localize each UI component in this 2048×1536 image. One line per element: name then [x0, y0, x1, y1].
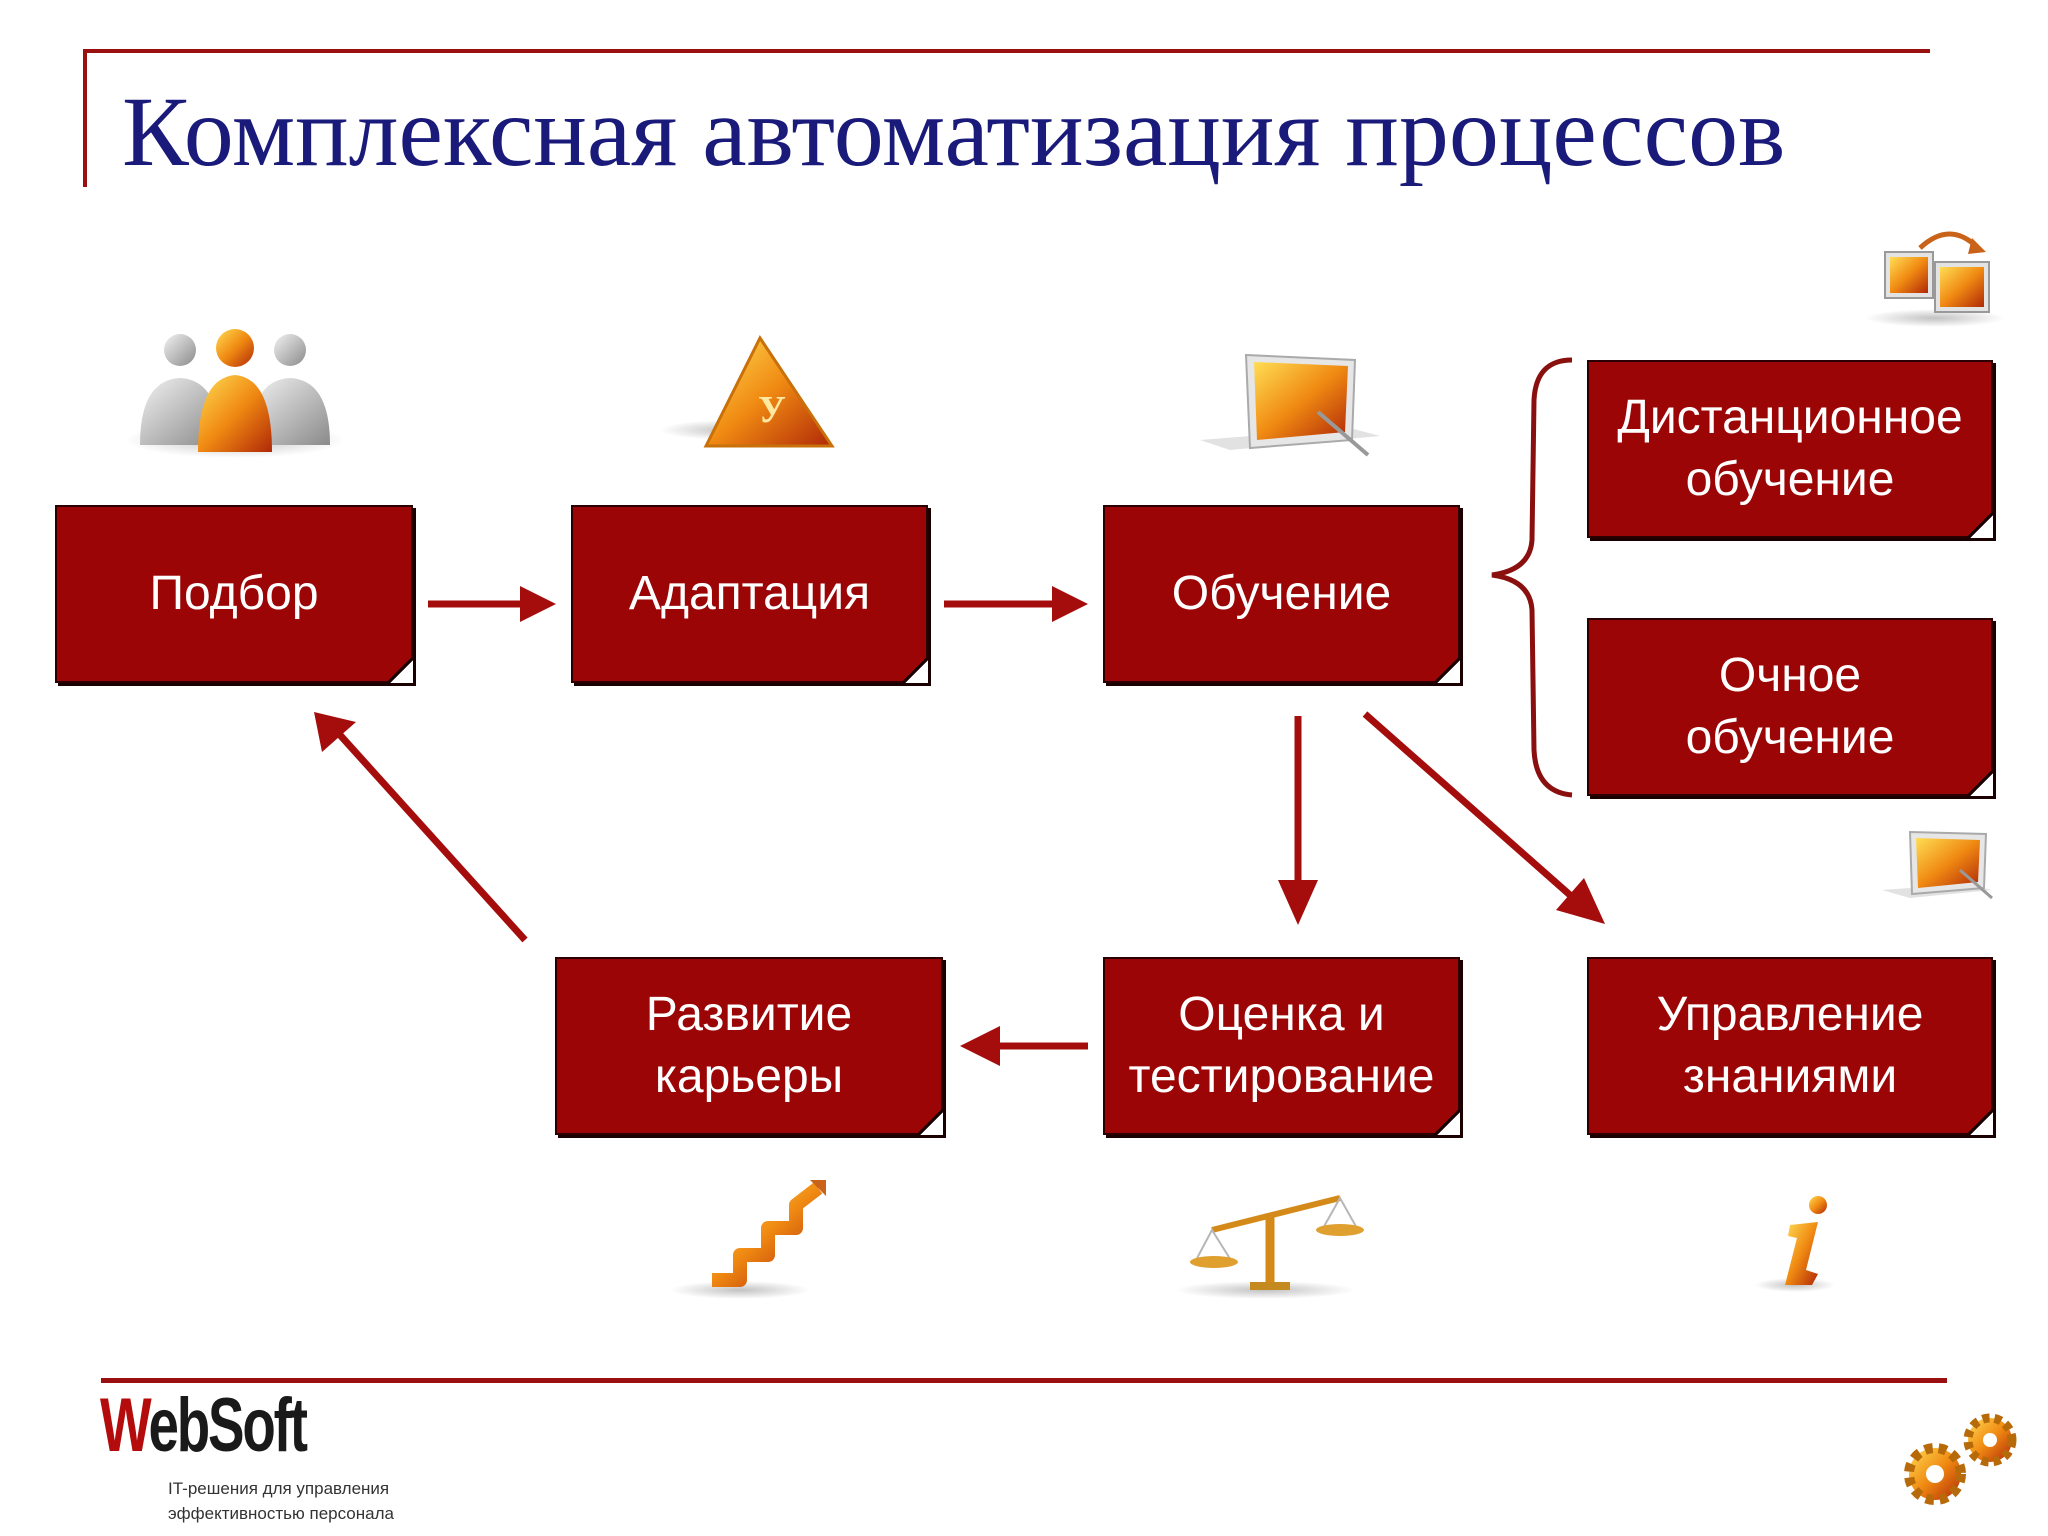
arrow-obuchenie-to-upravlenie — [1362, 711, 1605, 924]
logo-wordmark: WebSoft — [100, 1383, 308, 1468]
page-fold — [1967, 1109, 1993, 1135]
arrow-adaptaciya-to-obuchenie — [944, 586, 1088, 622]
box-obuchenie-label: Обучение — [1171, 567, 1392, 620]
brace — [1491, 357, 1573, 798]
arrow-podbor-to-adaptaciya — [428, 586, 556, 622]
box-upravlenie-label: Управление знаниями — [1656, 988, 1924, 1103]
logo-tagline: IT-решения для управления эффективностью… — [168, 1476, 394, 1526]
presentation-board-icon — [1200, 353, 1380, 457]
networked-computers-icon — [1865, 231, 2005, 327]
arrow-ocenka-to-razvitie — [960, 1026, 1088, 1066]
people-group-icon — [125, 329, 345, 458]
box-podbor-label: Подбор — [149, 567, 319, 620]
box-ochnoe: Очное обучение — [1587, 618, 1993, 796]
title-rule-top — [83, 49, 1930, 53]
page-fold — [917, 1109, 943, 1135]
page-fold — [902, 657, 928, 683]
box-ocenka-label: Оценка и тестирование — [1128, 988, 1435, 1103]
page-fold — [1967, 770, 1993, 796]
box-distancionnoe-label: Дистанционное обучение — [1617, 391, 1963, 506]
footer-rule — [101, 1378, 1947, 1383]
tagline-line-1: IT-решения для управления — [168, 1479, 390, 1498]
box-ochnoe-label: Очное обучение — [1685, 649, 1895, 764]
title-rule-left — [83, 49, 87, 187]
info-icon — [1755, 1196, 1835, 1292]
page-fold — [1967, 512, 1993, 538]
slide-title: Комплексная автоматизация процессов — [122, 76, 1786, 187]
box-adaptaciya: Адаптация — [571, 505, 928, 683]
box-obuchenie: Обучение — [1103, 505, 1460, 683]
svg-text:У: У — [758, 389, 786, 431]
gears-icon — [1904, 1413, 2017, 1505]
box-upravlenie: Управление знаниями — [1587, 957, 1993, 1135]
warning-triangle-icon: У — [660, 335, 835, 448]
box-razvitie: Развитие карьеры — [555, 957, 943, 1135]
box-adaptaciya-label: Адаптация — [628, 567, 871, 620]
tagline-line-2: эффективностью персонала — [168, 1504, 394, 1523]
scales-icon — [1175, 1195, 1364, 1299]
arrow-obuchenie-to-ocenka — [1278, 716, 1318, 925]
arrow-razvitie-to-podbor — [314, 712, 528, 943]
page-fold — [1434, 657, 1460, 683]
page-fold — [1434, 1109, 1460, 1135]
websoft-logo: WebSoft — [100, 1388, 386, 1464]
box-ocenka: Оценка и тестирование — [1103, 957, 1460, 1135]
box-podbor: Подбор — [55, 505, 413, 683]
box-razvitie-label: Развитие карьеры — [645, 988, 853, 1103]
box-distancionnoe: Дистанционное обучение — [1587, 360, 1993, 538]
growth-stairs-icon — [670, 1180, 826, 1299]
presentation-board-small-icon — [1882, 830, 1993, 900]
page-fold — [387, 657, 413, 683]
